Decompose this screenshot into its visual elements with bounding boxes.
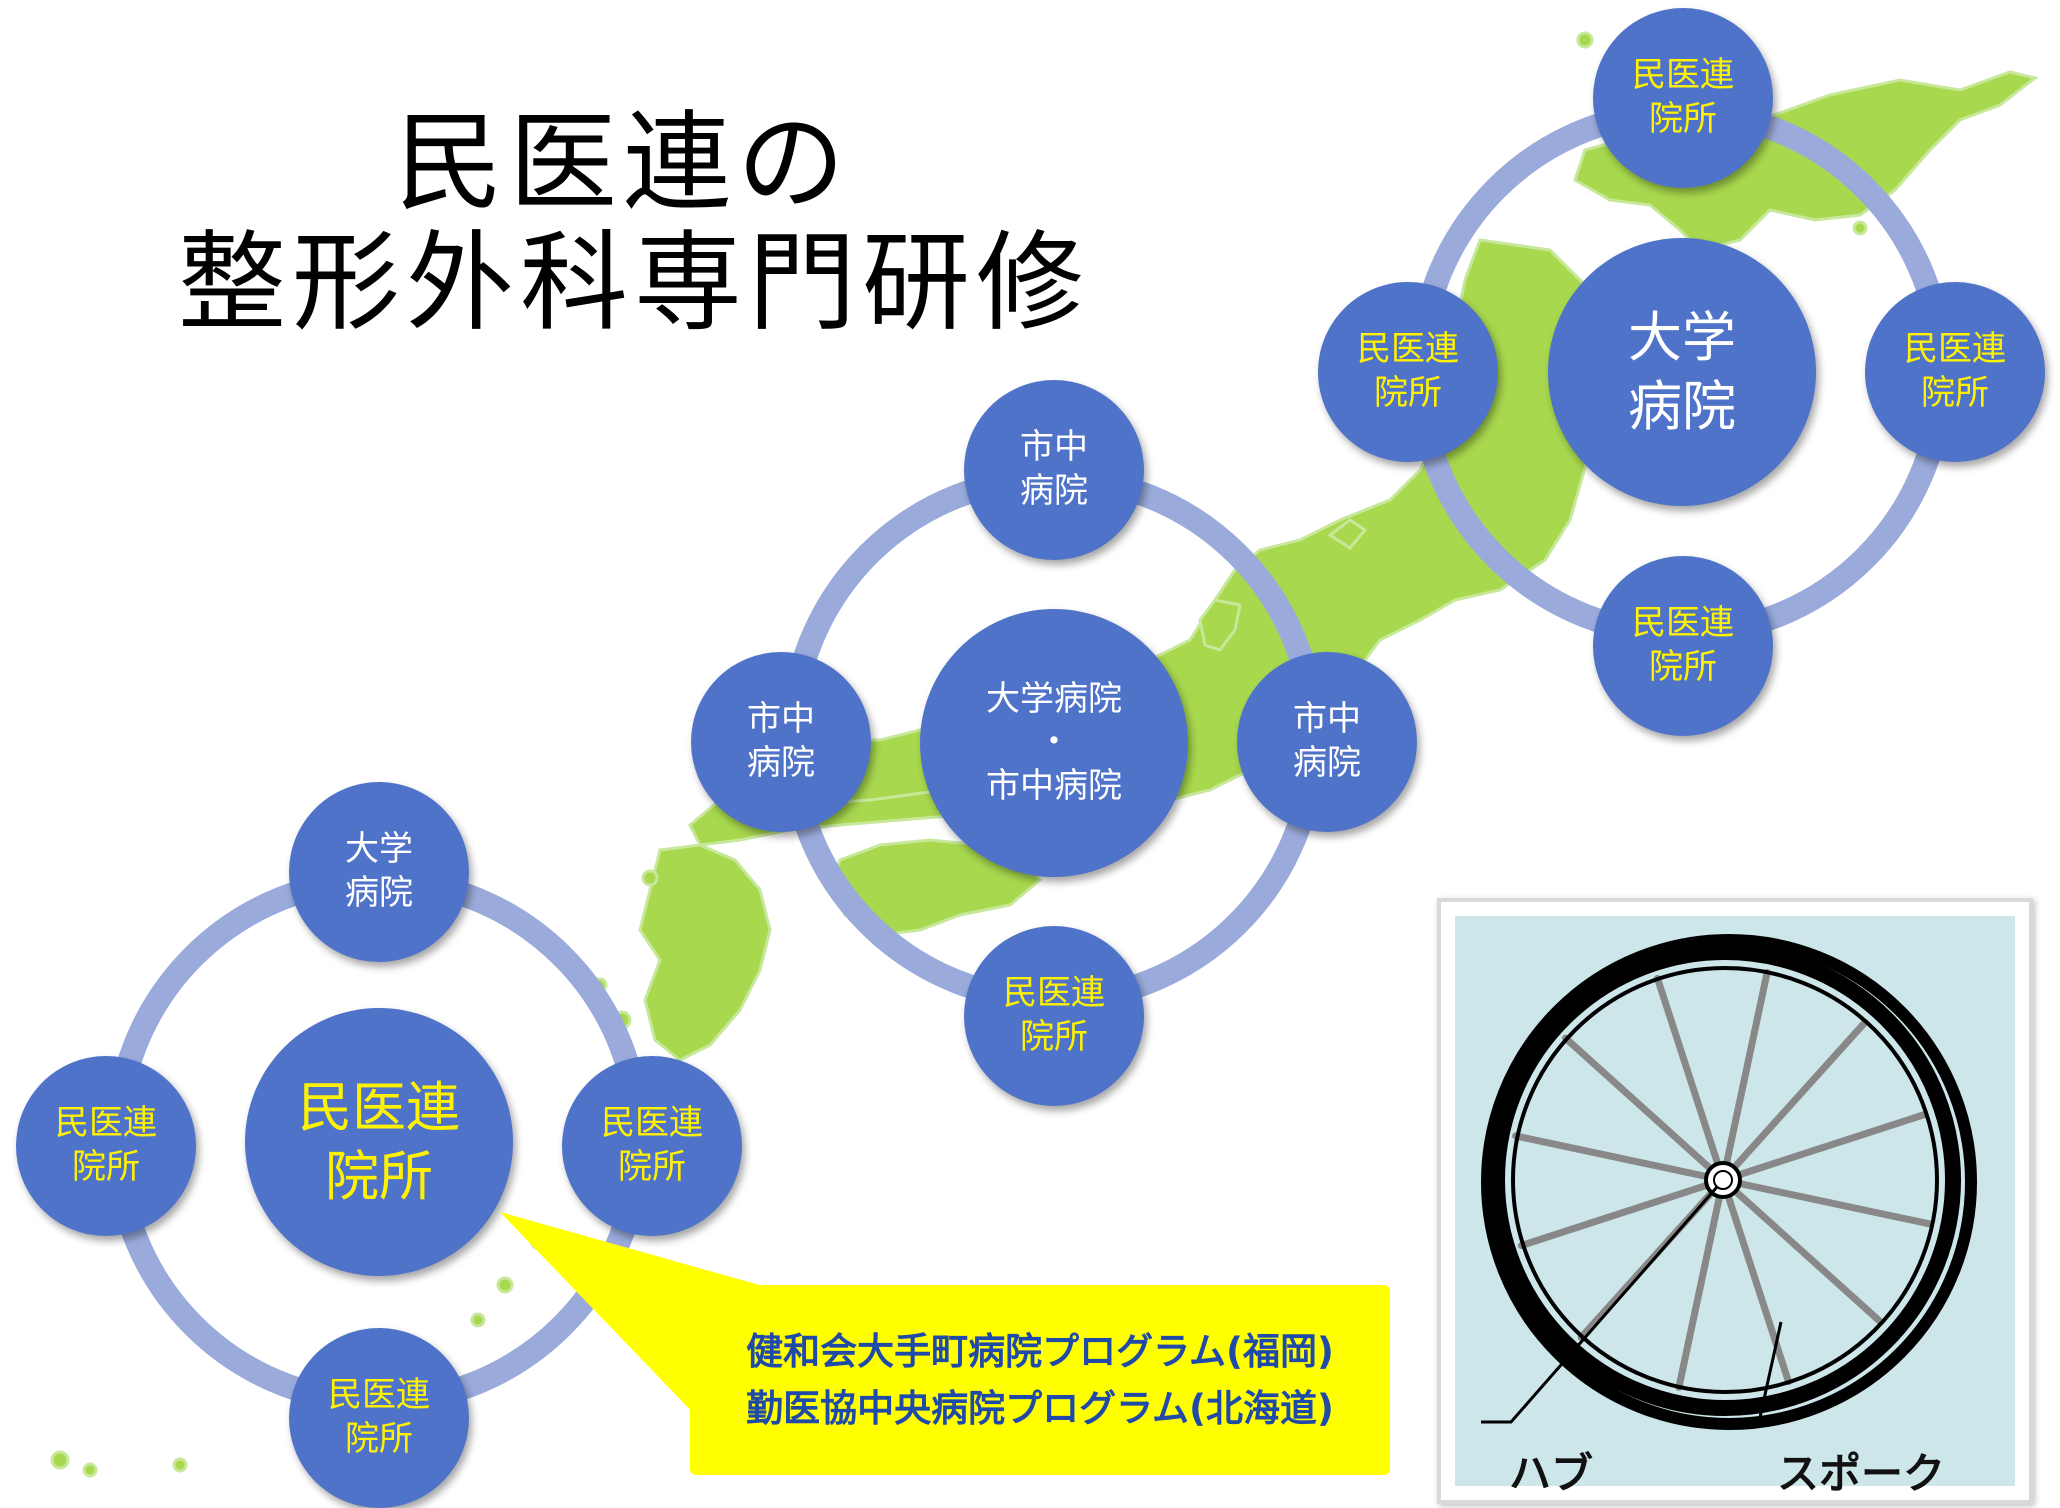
node-text: 市中病院 bbox=[986, 765, 1122, 806]
node-text: 民医連 bbox=[1632, 55, 1734, 96]
wheel-rim bbox=[1511, 966, 1939, 1394]
callout-line-2: 勤医協中央病院プログラム(北海道) bbox=[746, 1387, 1334, 1430]
wheel-illustration-frame: ハブ スポーク bbox=[1437, 898, 2033, 1504]
node-text: 病院 bbox=[1628, 375, 1736, 438]
node-text: 市中 bbox=[1293, 699, 1361, 740]
spoke-northeast-top: 民医連 院所 bbox=[1593, 8, 1773, 188]
wheel-spoke bbox=[1719, 1176, 1934, 1228]
node-text: 病院 bbox=[747, 743, 815, 783]
map-island bbox=[172, 1457, 188, 1473]
node-text: 病院 bbox=[1293, 743, 1361, 783]
spoke-central-bottom: 民医連 院所 bbox=[964, 926, 1144, 1106]
wheel-spoke bbox=[1719, 1176, 1884, 1326]
node-text: ・ bbox=[1037, 722, 1071, 763]
node-text: 民医連 bbox=[328, 1375, 430, 1416]
node-text: 大学 bbox=[345, 829, 413, 870]
program-callout: 健和会大手町病院プログラム(福岡) 勤医協中央病院プログラム(北海道) bbox=[690, 1285, 1390, 1475]
spoke-northeast-bottom: 民医連 院所 bbox=[1593, 556, 1773, 736]
node-text: 院所 bbox=[1020, 1017, 1088, 1057]
map-island bbox=[641, 869, 659, 887]
hub-southwest: 民医連 院所 bbox=[245, 1008, 513, 1276]
node-text: 院所 bbox=[325, 1145, 433, 1208]
wheel-spoke bbox=[1719, 969, 1771, 1184]
node-text: 院所 bbox=[1649, 99, 1717, 139]
node-text: 市中 bbox=[1020, 427, 1088, 468]
wheel-spoke bbox=[1517, 1176, 1727, 1249]
node-text: 民医連 bbox=[1632, 603, 1734, 644]
spoke-southwest-left: 民医連 院所 bbox=[16, 1056, 196, 1236]
map-island bbox=[50, 1450, 70, 1470]
spoke-label: スポーク bbox=[1777, 1449, 1946, 1498]
hub-central: 大学病院 ・ 市中病院 bbox=[920, 609, 1188, 877]
wheel-spoke bbox=[1719, 1111, 1929, 1184]
node-text: 院所 bbox=[345, 1419, 413, 1459]
wheel-spoke bbox=[1719, 1176, 1792, 1386]
wheel-spoke bbox=[1675, 1176, 1727, 1391]
title-line-2: 整形外科専門研修 bbox=[178, 221, 1091, 346]
wheel-spoke bbox=[1562, 1034, 1727, 1184]
wheel-hub-inner bbox=[1713, 1170, 1733, 1190]
node-text: 民医連 bbox=[601, 1103, 703, 1144]
wheel-spoke bbox=[1719, 1019, 1869, 1184]
spoke-southwest-bottom: 民医連 院所 bbox=[289, 1328, 469, 1508]
spoke-central-left: 市中 病院 bbox=[691, 652, 871, 832]
node-text: 民医連 bbox=[1003, 973, 1105, 1014]
node-text: 院所 bbox=[1649, 647, 1717, 687]
node-text: 院所 bbox=[72, 1147, 140, 1187]
map-sado bbox=[1327, 518, 1368, 550]
spoke-central-top: 市中 病院 bbox=[964, 380, 1144, 560]
node-text: 院所 bbox=[1374, 373, 1442, 413]
spoke-southwest-right: 民医連 院所 bbox=[562, 1056, 742, 1236]
node-text: 病院 bbox=[1020, 471, 1088, 511]
node-text: 院所 bbox=[1921, 373, 1989, 413]
node-text: 民医連 bbox=[1904, 329, 2006, 370]
node-text: 民医連 bbox=[55, 1103, 157, 1144]
wheel-tire bbox=[1489, 944, 1961, 1416]
map-kyushu bbox=[638, 843, 772, 1062]
node-text: 民医連 bbox=[298, 1075, 460, 1139]
spoke-northeast-left: 民医連 院所 bbox=[1318, 282, 1498, 462]
wheel-illustration bbox=[1455, 916, 2015, 1486]
wheel-spoke bbox=[1654, 974, 1727, 1184]
node-text: 院所 bbox=[618, 1147, 686, 1187]
wheel-spoke bbox=[1512, 1132, 1727, 1184]
hub-label: ハブ bbox=[1509, 1449, 1594, 1498]
spoke-northeast-right: 民医連 院所 bbox=[1865, 282, 2045, 462]
node-text: 大学 bbox=[1628, 305, 1736, 369]
spoke-central-right: 市中 病院 bbox=[1237, 652, 1417, 832]
spoke-southwest-top: 大学 病院 bbox=[289, 782, 469, 962]
map-island bbox=[82, 1462, 98, 1478]
node-text: 民医連 bbox=[1357, 329, 1459, 370]
hub-northeast: 大学 病院 bbox=[1548, 238, 1816, 506]
hub-leader-line bbox=[1481, 1186, 1719, 1424]
callout-line-1: 健和会大手町病院プログラム(福岡) bbox=[746, 1329, 1334, 1373]
node-text: 病院 bbox=[345, 873, 413, 913]
wheel-tire-outer bbox=[1481, 934, 1977, 1430]
spoke-leader-line bbox=[1757, 1321, 1783, 1424]
map-island bbox=[1576, 31, 1594, 49]
node-text: 市中 bbox=[747, 699, 815, 740]
title-line-1: 民医連の bbox=[395, 101, 852, 226]
node-text: 大学病院 bbox=[986, 678, 1122, 719]
